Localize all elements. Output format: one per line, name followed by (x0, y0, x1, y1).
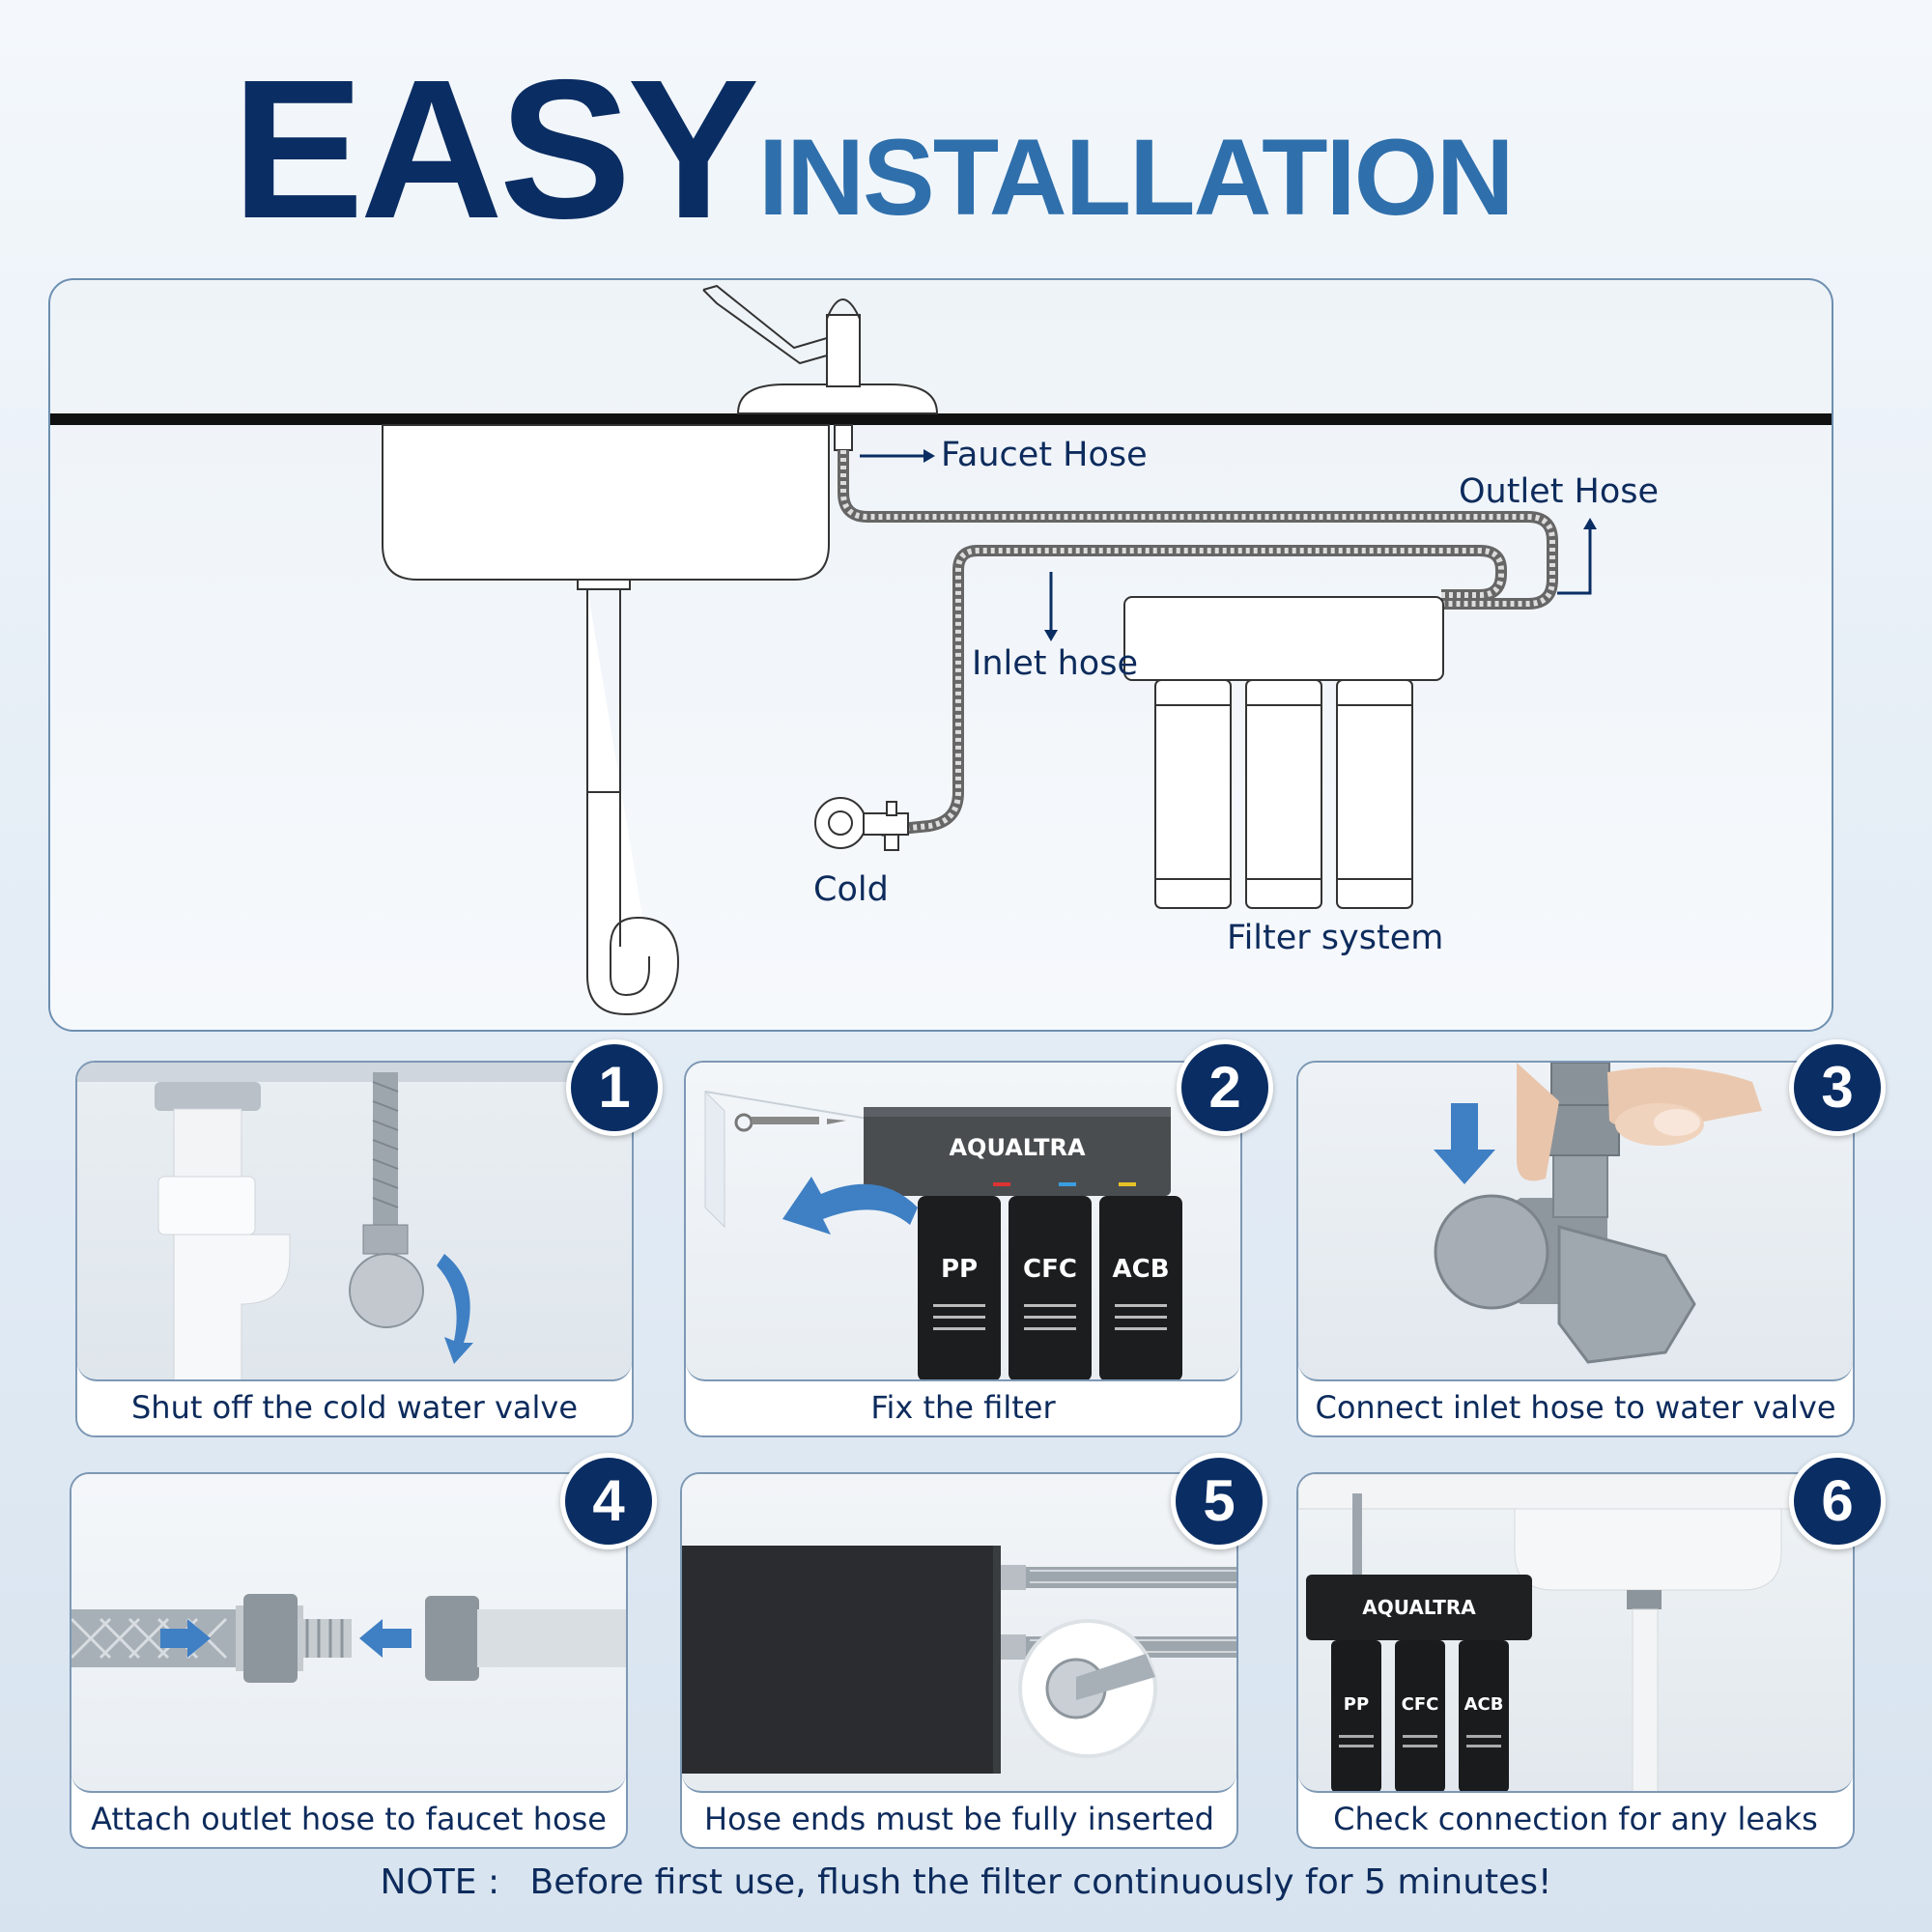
step-card-3: Connect inlet hose to water valve (1296, 1061, 1855, 1437)
step-1-caption: Shut off the cold water valve (130, 1389, 579, 1426)
step-card-2: AQUALTRA PP CFC ACB Fix the filter (684, 1061, 1242, 1437)
title-installation: INSTALLATION (758, 117, 1515, 238)
faucet-base (736, 384, 939, 414)
diagram-cartridge-2 (1245, 679, 1322, 909)
faucet-spout (702, 284, 861, 350)
diagram-cartridge-3 (1336, 679, 1413, 909)
label-outlet-hose: Outlet Hose (1459, 472, 1660, 511)
step-6-label-pp: PP (1344, 1694, 1369, 1715)
outlet-hose-arrow (1557, 529, 1592, 595)
step-6-badge: 6 (1789, 1453, 1886, 1549)
step-4-arrow-left (359, 1619, 412, 1658)
step-6-brand: AQUALTRA (1362, 1596, 1476, 1619)
faucet-body (826, 314, 861, 387)
step-2-caption: Fix the filter (870, 1389, 1056, 1426)
step-5-image (682, 1474, 1236, 1793)
label-faucet-hose: Faucet Hose (941, 436, 1148, 474)
step-1-image (77, 1063, 632, 1381)
step-card-5: Hose ends must be fully inserted (680, 1472, 1238, 1849)
step-3-image (1298, 1063, 1853, 1381)
step-card-4: Attach outlet hose to faucet hose (70, 1472, 628, 1849)
step-6-cartridge-cfc (1395, 1640, 1445, 1791)
step-5-badge: 5 (1171, 1453, 1267, 1549)
step-3-badge: 3 (1789, 1039, 1886, 1136)
note-label: NOTE : (380, 1862, 500, 1902)
step-card-1: Shut off the cold water valve (75, 1061, 634, 1437)
step-2-cartridge-acb (1099, 1196, 1182, 1379)
step-3-arrow (1451, 1103, 1478, 1151)
step-1-badge: 1 (566, 1039, 663, 1136)
step-card-6: AQUALTRA PP CFC ACB Check connection for… (1296, 1472, 1855, 1849)
label-cold: Cold (813, 870, 889, 909)
step-6-caption: Check connection for any leaks (1333, 1801, 1818, 1837)
step-2-badge: 2 (1177, 1039, 1273, 1136)
step-2-label-pp: PP (941, 1255, 978, 1284)
step-4-arrow-right (160, 1619, 211, 1658)
step-2-brand: AQUALTRA (949, 1134, 1085, 1161)
step-2-filter-head (864, 1107, 1171, 1196)
outlet-hose (838, 450, 1558, 610)
sink-basin (382, 424, 830, 581)
step-2-cartridge-cfc (1009, 1196, 1092, 1379)
note-text: Before first use, flush the filter conti… (529, 1862, 1552, 1902)
label-inlet-hose: Inlet hose (972, 644, 1138, 683)
step-4-image (71, 1474, 626, 1793)
title-easy: EASY (232, 39, 759, 260)
step-2-label-acb: ACB (1112, 1255, 1169, 1284)
step-6-cartridge-pp (1331, 1640, 1381, 1791)
note: NOTE : Before first use, flush the filte… (0, 1862, 1932, 1902)
step-5-caption: Hose ends must be fully inserted (704, 1801, 1214, 1837)
step-3-caption: Connect inlet hose to water valve (1315, 1389, 1836, 1426)
filter-head (1123, 596, 1444, 681)
step-2-arrow (782, 1177, 918, 1235)
step-6-label-acb: ACB (1464, 1694, 1504, 1715)
step-6-filter-head (1306, 1575, 1532, 1640)
step-6-label-cfc: CFC (1402, 1694, 1439, 1715)
step-4-caption: Attach outlet hose to faucet hose (91, 1801, 607, 1837)
countertop-line (50, 413, 1832, 425)
step-6-image: AQUALTRA PP CFC ACB (1298, 1474, 1853, 1793)
step-2-image: AQUALTRA PP CFC ACB (686, 1063, 1240, 1381)
diagram-drawing (50, 284, 1832, 1016)
drain-pipe (586, 589, 680, 1016)
step-6-cartridge-acb (1459, 1640, 1509, 1791)
installation-diagram: Faucet Hose Outlet Hose Inlet hose Cold … (48, 278, 1833, 1032)
step-5-filter-housing (682, 1546, 999, 1774)
step-4-badge: 4 (560, 1453, 657, 1549)
step-2-label-cfc: CFC (1023, 1255, 1077, 1284)
diagram-cartridge-1 (1154, 679, 1232, 909)
step-2-cartridge-pp (918, 1196, 1001, 1379)
label-filter-system: Filter system (1227, 919, 1444, 957)
